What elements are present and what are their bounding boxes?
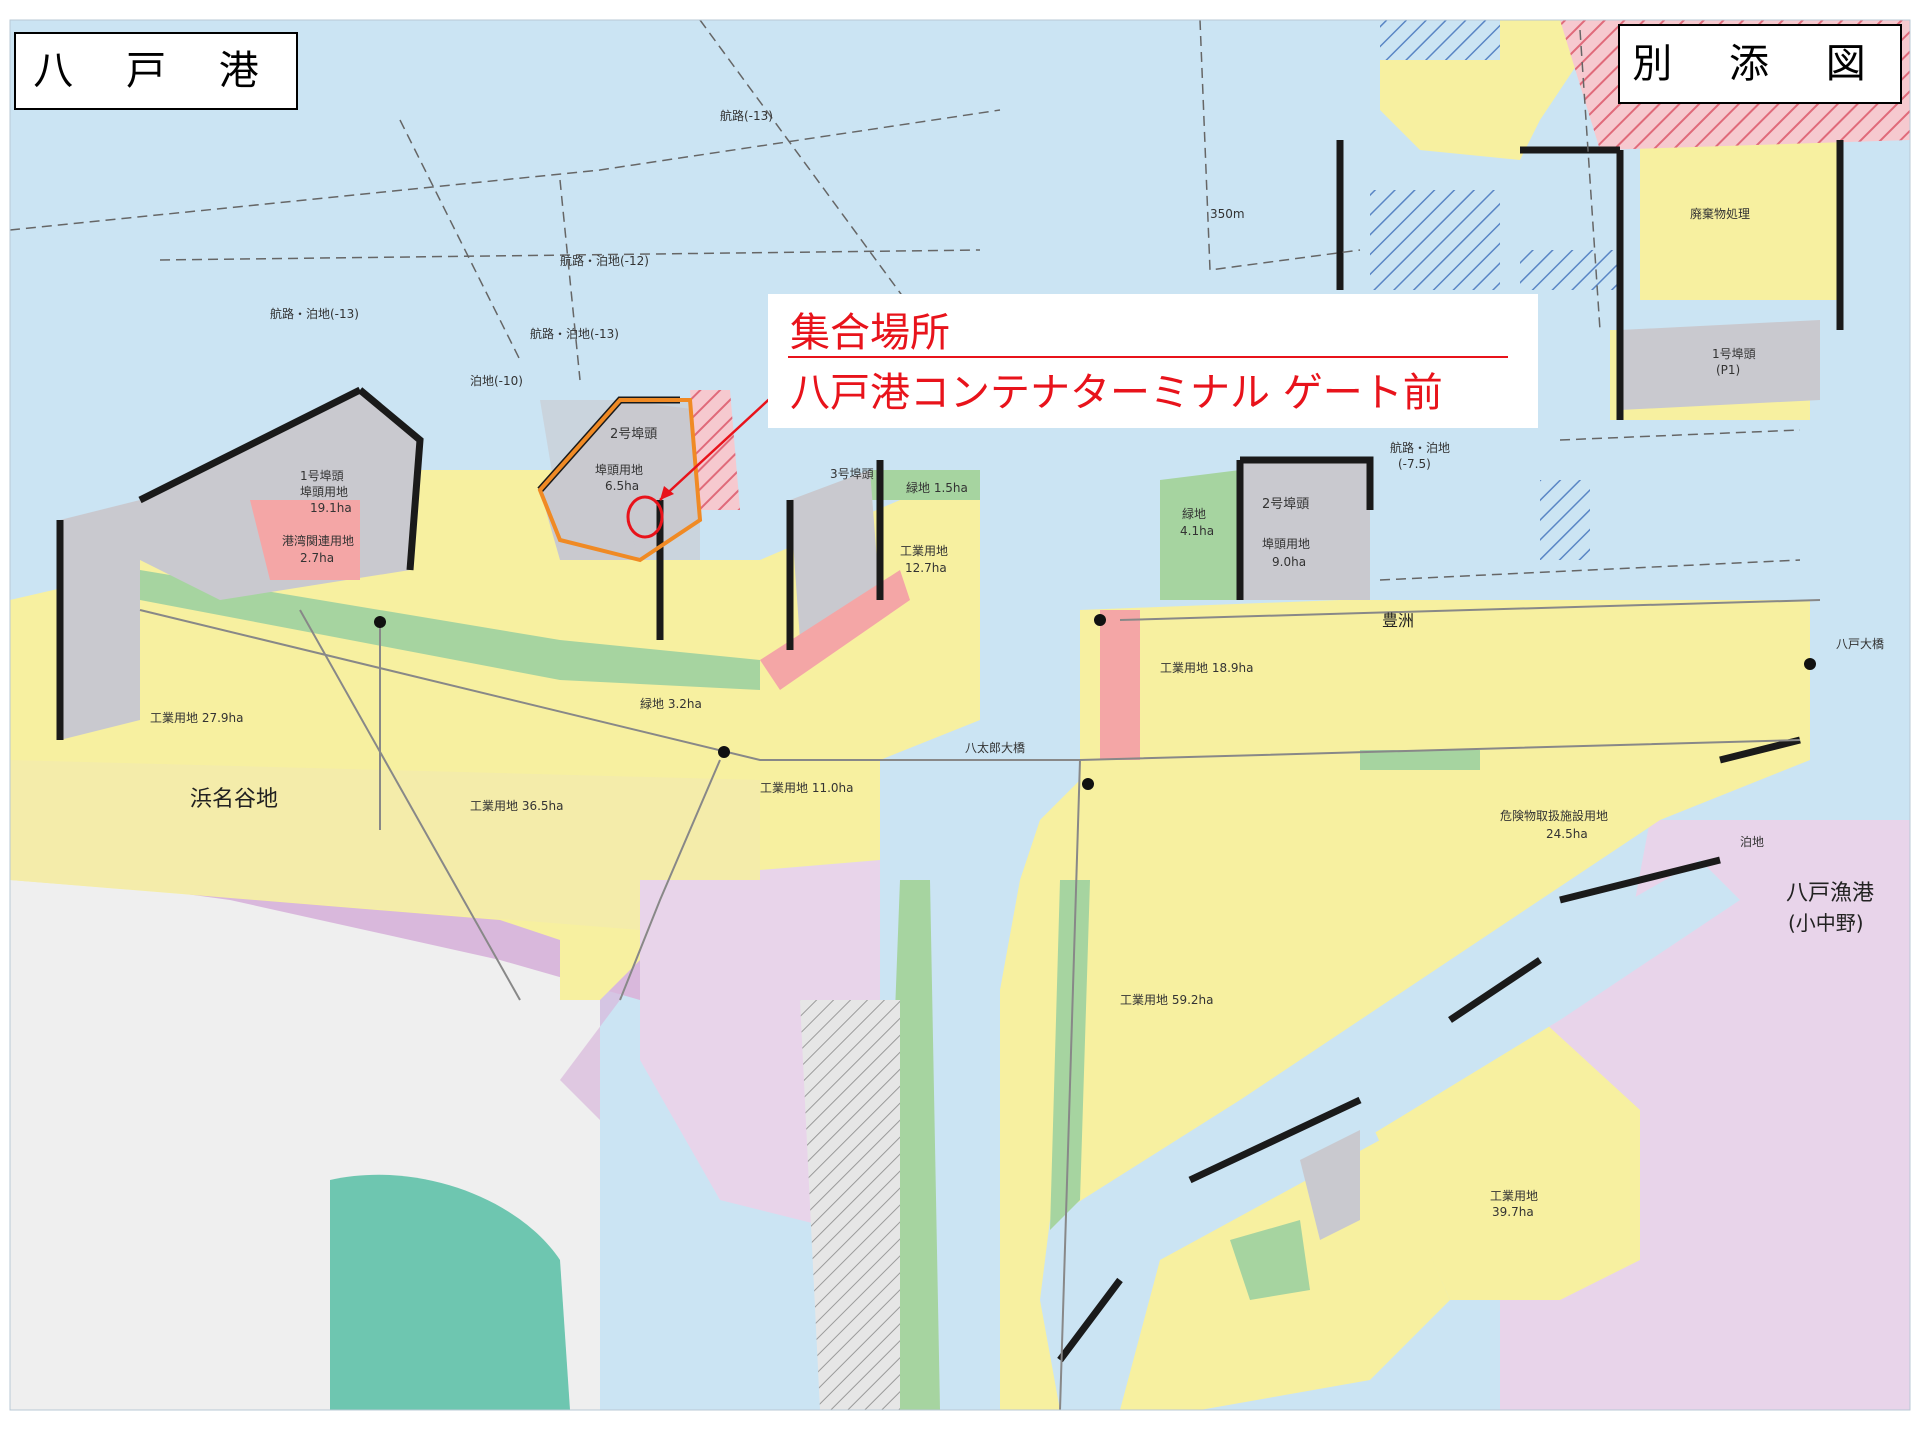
- label-anchorage: 泊地: [1740, 835, 1764, 849]
- pier-2-outline: [537, 398, 703, 563]
- label-industrial-a: 工業用地 27.9ha: [150, 711, 244, 725]
- map-title-right: 別 添 図: [1618, 24, 1902, 104]
- label-toyosu: 豊洲: [1382, 611, 1414, 630]
- industrial-west-lower: [10, 760, 760, 930]
- river-central: [900, 760, 1060, 1410]
- green-3pier: [870, 470, 980, 500]
- label-pier2-land: 埠頭用地: [595, 463, 643, 477]
- pier-1-west: [60, 500, 140, 740]
- label-east-pier2: 2号埠頭: [1262, 497, 1309, 512]
- callout-underline: [788, 356, 1508, 358]
- label-fairway-13: 航路(-13): [720, 108, 773, 123]
- label-hazardous: 危険物取扱施設用地: [1500, 808, 1608, 823]
- green-east-field: [1160, 470, 1240, 600]
- label-fairway-anchorage-13a: 航路・泊地(-13): [270, 306, 359, 321]
- industrial-northeast-2: [1640, 140, 1840, 300]
- green-road-west: [140, 570, 760, 690]
- road-lines: [139, 599, 1821, 1411]
- label-disposal: 廃棄物処理: [1690, 206, 1750, 221]
- label-pier-p1: 1号埠頭: [1712, 347, 1756, 361]
- label-green-road: 緑地 3.2ha: [640, 696, 702, 711]
- industrial-east: [1000, 600, 1810, 1410]
- map-title-left: 八 戸 港: [14, 32, 298, 110]
- label-port-related: 港湾関連用地: [282, 533, 354, 548]
- callout-arrow-head: [660, 486, 674, 500]
- river-southeast: [1060, 860, 1740, 1360]
- label-hamanayachi: 浜名谷地: [190, 787, 278, 812]
- label-industrial-east-a: 工業用地 18.9ha: [1160, 661, 1254, 675]
- label-industrial-d: 工業用地: [900, 544, 948, 558]
- label-industrial-d-area: 12.7ha: [905, 561, 947, 575]
- hatched-water-1: [1380, 20, 1500, 60]
- label-pier1-area: 19.1ha: [310, 501, 352, 515]
- label-konakano: (小中野): [1788, 911, 1864, 935]
- label-fairway-anchorage-13b: 航路・泊地(-13): [530, 326, 619, 341]
- callout-title: 集合場所: [790, 310, 950, 356]
- hatched-water-2: [1370, 190, 1500, 290]
- label-pier1-land: 埠頭用地: [300, 485, 348, 499]
- junction-dots: [374, 614, 1816, 790]
- label-pier2-area: 6.5ha: [605, 479, 639, 493]
- label-industrial-c: 工業用地 11.0ha: [760, 781, 854, 795]
- park-area: [330, 1174, 570, 1410]
- label-east-green: 緑地: [1182, 506, 1206, 521]
- label-anchorage-10: 泊地(-10): [470, 374, 523, 388]
- residential-east: [1500, 920, 1910, 1410]
- hatched-water-4: [1540, 480, 1590, 560]
- label-distance-350: 350m: [1210, 207, 1245, 221]
- pier-south: [1300, 1130, 1360, 1240]
- label-pier1: 1号埠頭: [300, 469, 344, 483]
- label-east-pier2-area: 9.0ha: [1272, 555, 1306, 569]
- label-hachinohe-bridge: 八戸大橋: [1836, 637, 1884, 651]
- label-east-pier2-land: 埠頭用地: [1262, 537, 1310, 551]
- label-east-green-area: 4.1ha: [1180, 524, 1214, 538]
- meeting-point-marker: [626, 495, 664, 539]
- hatched-water-3: [1520, 250, 1620, 290]
- label-green-area: 緑地 1.5ha: [906, 480, 968, 495]
- label-fairway-75: 航路・泊地: [1390, 440, 1450, 455]
- label-pier3: 3号埠頭: [830, 467, 874, 481]
- label-port-related-area: 2.7ha: [300, 551, 334, 565]
- label-fairway-anchorage-12: 航路・泊地(-12): [560, 253, 649, 268]
- label-pier2: 2号埠頭: [610, 427, 657, 442]
- label-hazardous-area: 24.5ha: [1546, 827, 1588, 841]
- label-industrial-east-c-area: 39.7ha: [1492, 1205, 1534, 1219]
- boundary-lines: [9, 19, 1801, 581]
- green-east-strip: [1360, 750, 1480, 770]
- port-related-land: [250, 500, 360, 580]
- map-frame: [9, 19, 1911, 1411]
- callout-location: 八戸港コンテナターミナル ゲート前: [790, 370, 1443, 416]
- label-industrial-b: 工業用地 36.5ha: [470, 799, 564, 813]
- residential-east-2: [1620, 820, 1910, 980]
- label-fairway-75b: (-7.5): [1398, 457, 1431, 471]
- label-pier-p1b: (P1): [1716, 363, 1740, 377]
- green-southeast: [1230, 1220, 1310, 1300]
- pier-east-2: [1240, 460, 1370, 600]
- red-strip-east: [1100, 610, 1140, 760]
- red-road-west: [760, 570, 910, 690]
- label-industrial-east-b: 工業用地 59.2ha: [1120, 993, 1214, 1007]
- label-hachitaro-bridge: 八太郎大橋: [965, 740, 1025, 755]
- hatched-gray-south: [800, 1000, 900, 1410]
- meeting-point-callout: 集合場所 八戸港コンテナターミナル ゲート前: [768, 294, 1538, 428]
- pier-p1: [1620, 320, 1820, 410]
- label-industrial-east-c: 工業用地: [1490, 1189, 1538, 1203]
- label-hachinohe-fishing-port: 八戸漁港: [1786, 881, 1874, 906]
